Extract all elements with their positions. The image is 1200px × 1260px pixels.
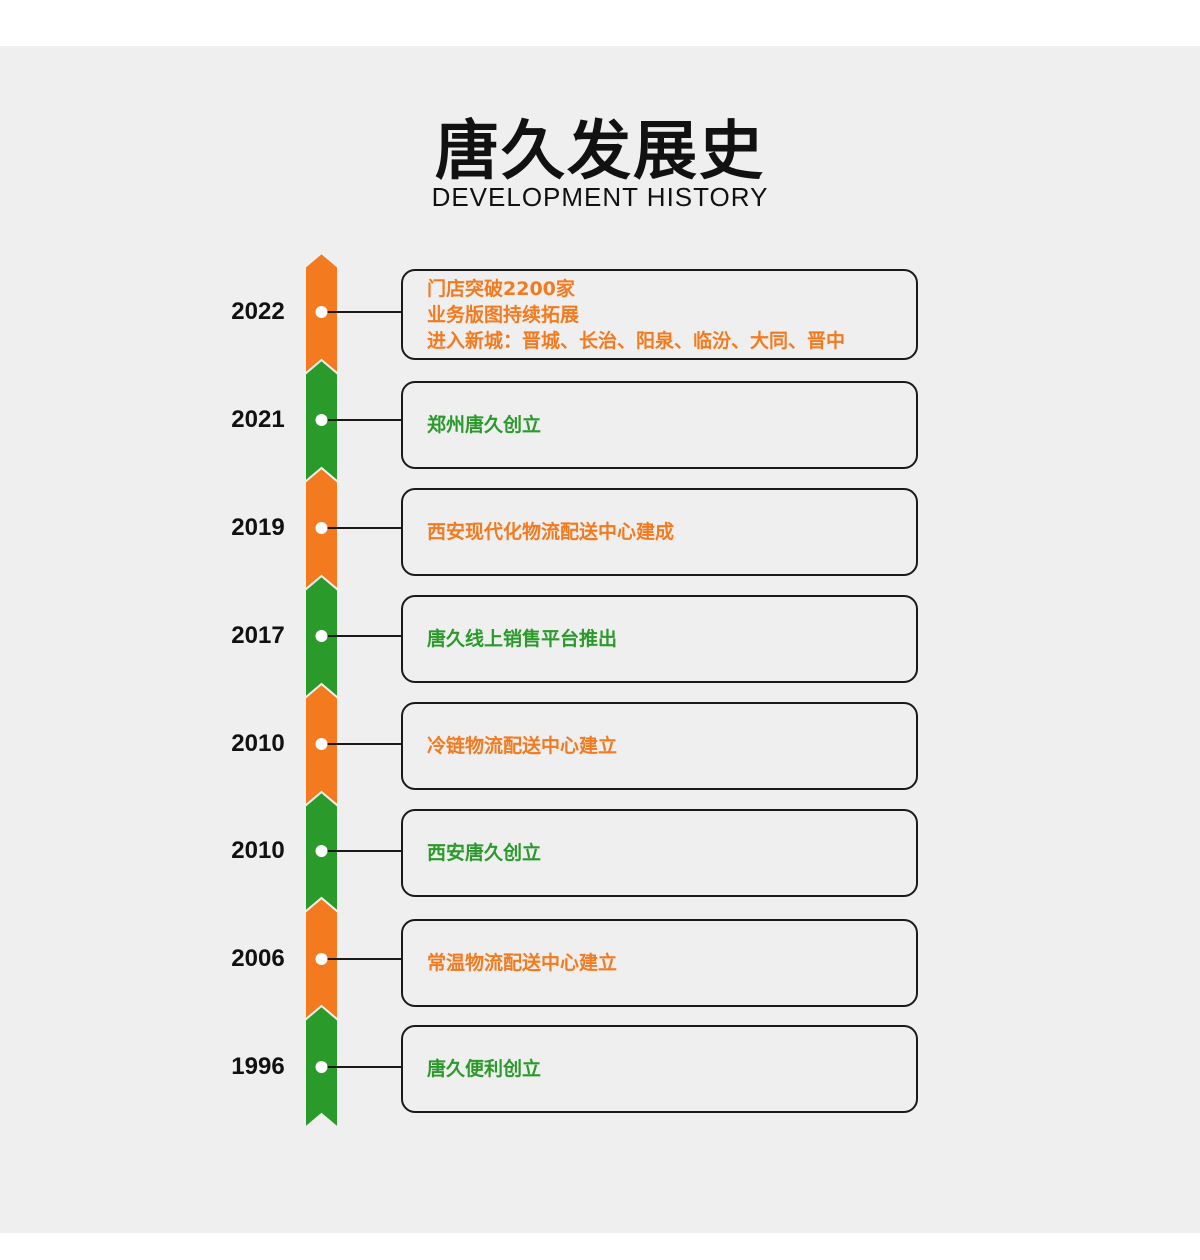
milestone-card: 唐久线上销售平台推出 <box>401 595 918 683</box>
milestone-card: 郑州唐久创立 <box>401 381 918 469</box>
milestone-line: 郑州唐久创立 <box>427 414 542 436</box>
milestone-text: 西安唐久创立 <box>427 840 904 866</box>
timeline-dot <box>315 738 328 750</box>
milestone-line: 业务版图持续拓展 <box>427 303 580 326</box>
year-label: 2022 <box>231 298 285 325</box>
milestone-line: 门店突破2200家 <box>427 277 575 300</box>
milestone-text: 冷链物流配送中心建立 <box>427 733 904 759</box>
milestone-line: 进入新城：晋城、长治、阳泉、临汾、大同、晋中 <box>427 329 846 352</box>
timeline-dot <box>315 306 328 318</box>
year-label: 2006 <box>231 945 285 972</box>
milestone-line: 常温物流配送中心建立 <box>427 952 618 974</box>
page-title: 唐久发展史 <box>435 115 765 189</box>
milestone-text: 唐久线上销售平台推出 <box>427 626 904 652</box>
milestone-card: 西安唐久创立 <box>401 809 918 897</box>
page-subtitle: DEVELOPMENT HISTORY <box>431 182 769 212</box>
milestone-line: 唐久线上销售平台推出 <box>427 628 618 650</box>
year-label: 2010 <box>231 730 285 757</box>
year-label: 2017 <box>231 622 285 649</box>
timeline-dot <box>315 630 328 642</box>
timeline-dot <box>315 953 328 965</box>
milestone-line: 唐久便利创立 <box>427 1058 542 1080</box>
year-label: 2010 <box>231 837 285 864</box>
milestone-line: 冷链物流配送中心建立 <box>427 735 618 757</box>
milestone-line: 西安唐久创立 <box>427 842 542 864</box>
year-label: 1996 <box>231 1053 285 1080</box>
milestone-text: 西安现代化物流配送中心建成 <box>427 519 904 545</box>
milestone-card: 常温物流配送中心建立 <box>401 919 918 1007</box>
year-label: 2019 <box>231 514 285 541</box>
milestone-text: 唐久便利创立 <box>427 1056 904 1082</box>
milestone-text: 郑州唐久创立 <box>427 412 904 438</box>
milestone-text: 门店突破2200家业务版图持续拓展进入新城：晋城、长治、阳泉、临汾、大同、晋中 <box>427 276 904 354</box>
timeline-dot <box>315 1061 328 1073</box>
year-label: 2021 <box>231 406 285 433</box>
timeline-dot <box>315 414 328 426</box>
milestone-text: 常温物流配送中心建立 <box>427 950 904 976</box>
milestone-card: 冷链物流配送中心建立 <box>401 702 918 790</box>
milestone-card: 西安现代化物流配送中心建成 <box>401 488 918 576</box>
milestone-card: 门店突破2200家业务版图持续拓展进入新城：晋城、长治、阳泉、临汾、大同、晋中 <box>401 269 918 360</box>
timeline-dot <box>315 522 328 534</box>
milestone-card: 唐久便利创立 <box>401 1025 918 1113</box>
milestone-line: 西安现代化物流配送中心建成 <box>427 521 675 543</box>
timeline-dot <box>315 845 328 857</box>
